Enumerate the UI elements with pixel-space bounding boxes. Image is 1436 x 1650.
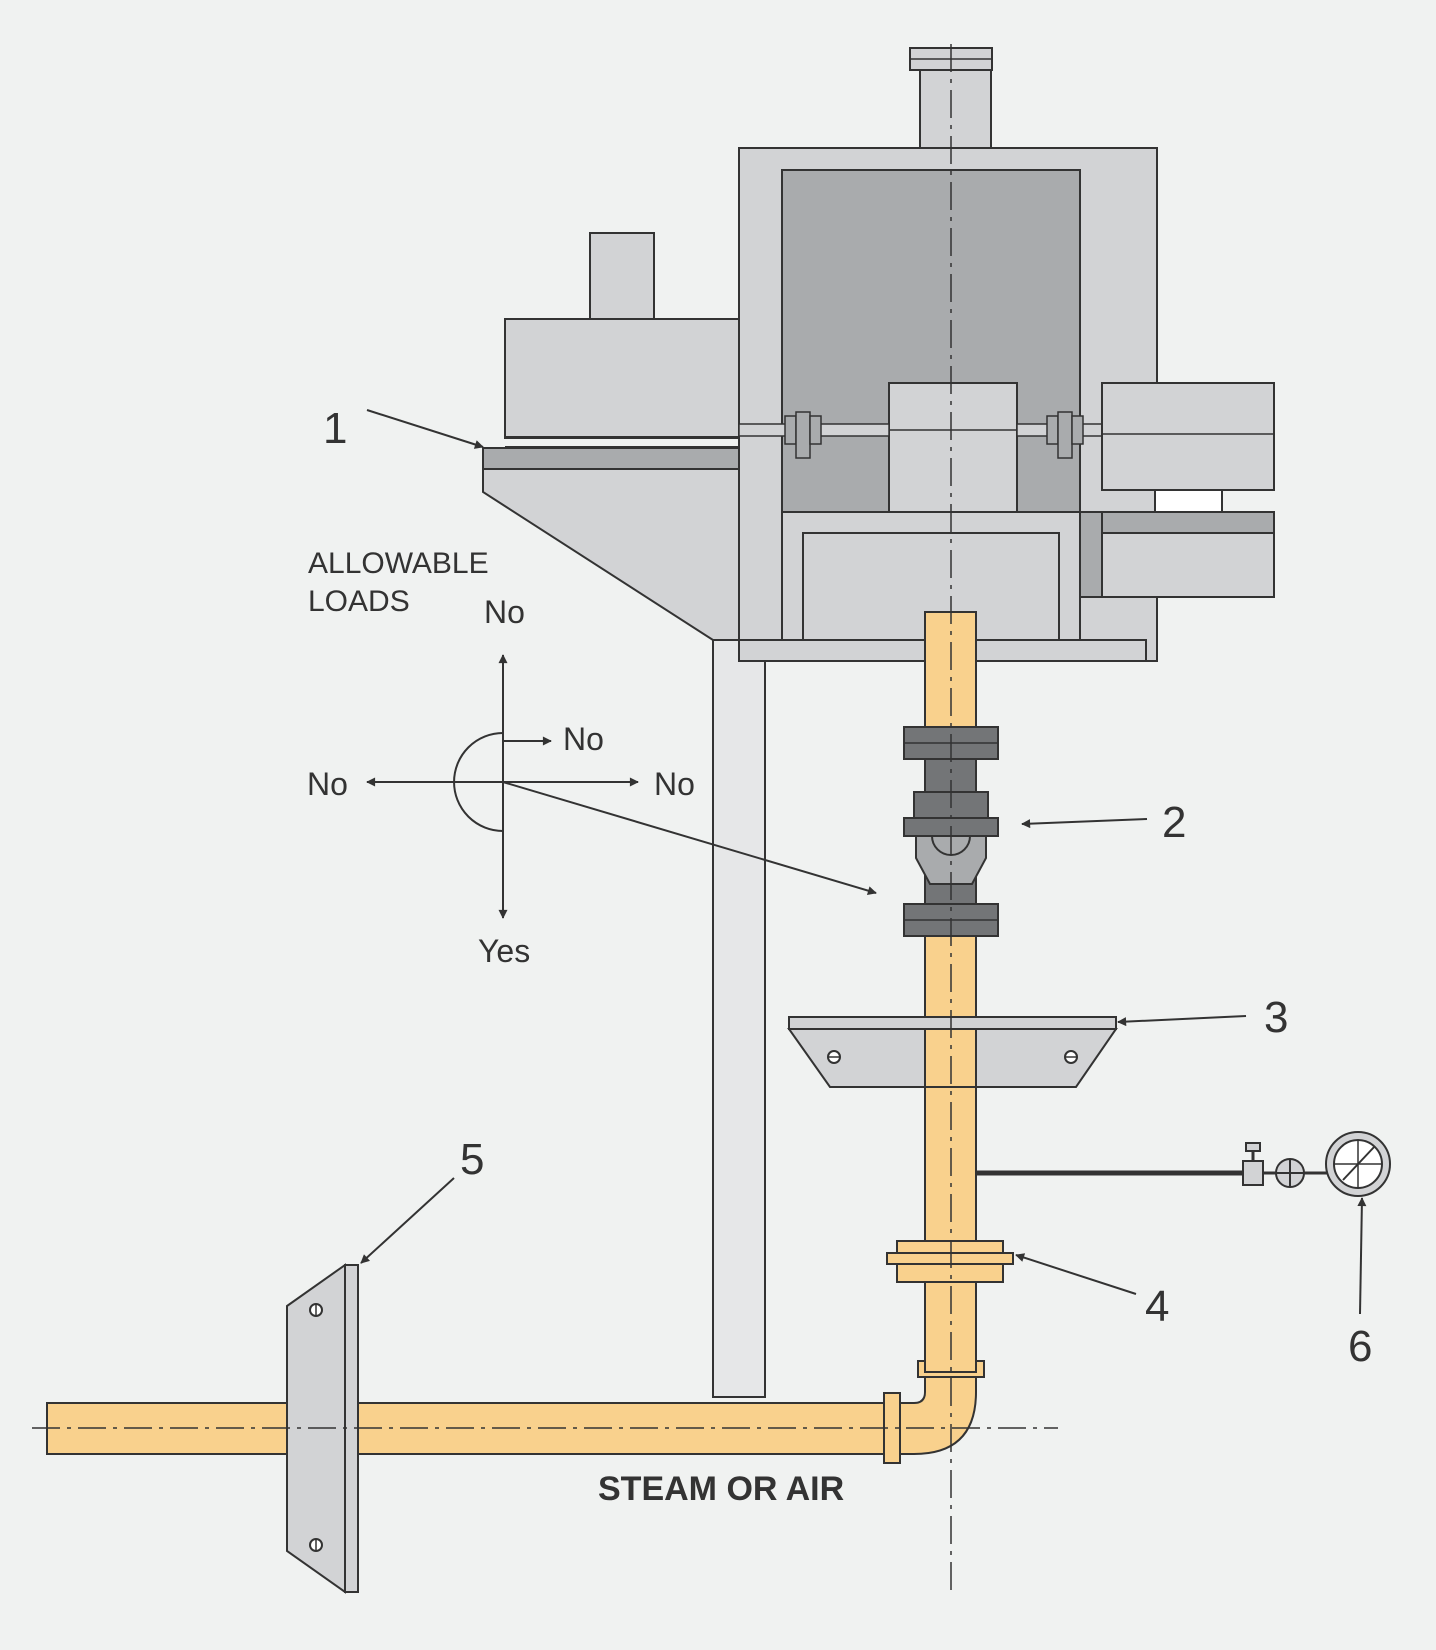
side-module [1079, 382, 1275, 598]
positioner-box [504, 232, 740, 448]
allowable-loads-title: ALLOWABLE [308, 547, 489, 580]
support-plate [787, 1016, 1118, 1088]
allowable-loads-title-2: LOADS [308, 585, 410, 618]
load-down-label: Yes [478, 933, 530, 969]
steam-or-air-label: STEAM OR AIR [598, 1470, 844, 1508]
callout-1: 1 [323, 404, 347, 453]
pipe-flange [886, 1240, 1014, 1283]
load-right-short-label: No [563, 721, 604, 757]
support-post [712, 639, 766, 1398]
callout-2: 2 [1162, 798, 1186, 847]
drive-shaft [738, 411, 1103, 459]
pressure-gauge-assembly [976, 1131, 1391, 1197]
load-up-label: No [484, 594, 525, 630]
callout-5: 5 [460, 1135, 484, 1184]
load-right-label: No [654, 766, 695, 802]
load-left-label: No [307, 766, 348, 802]
callout-3: 3 [1264, 993, 1288, 1042]
centerlines [32, 44, 1058, 1590]
allowable-loads-symbol [366, 654, 877, 919]
callout-4: 4 [1145, 1282, 1169, 1331]
callout-leaders [360, 409, 1367, 1315]
callout-6: 6 [1348, 1322, 1372, 1371]
